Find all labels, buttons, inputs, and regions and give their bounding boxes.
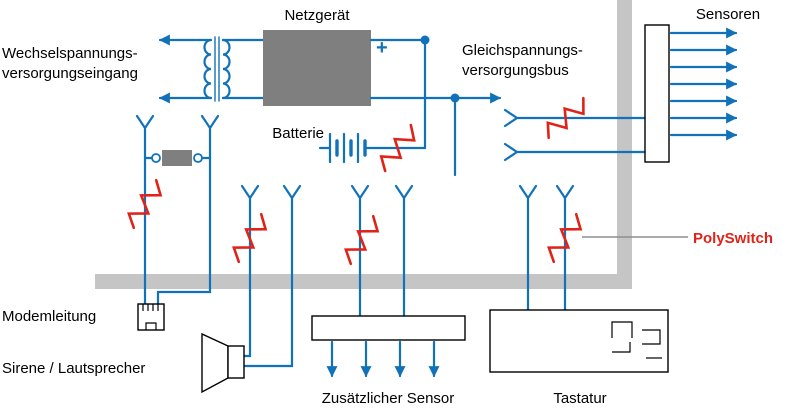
label-dc-bus-line2: versorgungsbus [462,62,569,79]
transformer-right-coil [221,38,231,100]
transformer-left-coil [203,38,213,100]
bus-connector-bottom [503,142,647,162]
line-module-box [162,150,192,166]
speaker-cone [201,332,229,394]
battery-icon [318,132,427,164]
keyboard-box [489,309,669,373]
dc-plus-junction-dot [420,35,430,45]
speaker-icon [201,332,245,394]
polyswitch-icon-sensor [339,212,385,268]
add-sensor-wire-left [350,184,370,318]
transformer-core [214,36,220,102]
label-plus-sign: + [376,37,388,59]
label-zusaetzlicher-sensor: Zusätzlicher Sensor [322,390,455,407]
line-module-terminal-left [151,153,161,163]
siren-wire-right [242,184,302,368]
modem-wire-right [156,114,220,306]
modem-jack-pins [142,304,159,311]
keyboard-keys-icon [611,321,662,359]
transformer-icon [203,36,231,102]
label-ac-input-line1: Wechselspannungs- [2,45,138,62]
label-netzgeraet: Netzgerät [284,7,350,24]
keyboard-wire-left [518,184,538,312]
label-sirene-lautsprecher: Sirene / Lautsprecher [2,360,145,377]
label-modemleitung: Modemleitung [2,308,96,325]
add-sensor-wire-right [394,184,414,318]
label-batterie: Batterie [272,125,324,142]
modem-jack-body [137,303,165,331]
label-ac-input-line2: versorgungseingang [2,65,138,82]
additional-sensor-box [311,315,466,341]
sensor-interface-box [644,24,670,163]
sensor-arrows [669,27,738,141]
label-tastatur: Tastatur [553,390,606,407]
keyboard-wire-right [555,184,575,312]
additional-sensor-arrows [326,340,440,378]
label-dc-bus-line1: Gleichspannungs- [462,42,583,59]
label-sensoren: Sensoren [696,6,760,23]
line-module-terminal-right [193,153,203,163]
dc-minus-junction-dot [450,93,460,103]
siren-wire-left [240,184,260,358]
modem-jack-notch [145,322,157,330]
modem-jack-icon [137,303,165,331]
bus-connector-top [503,108,647,128]
power-supply-box [263,30,371,106]
battery-long-plates [328,132,360,164]
battery-short-plates [335,139,367,157]
label-polyswitch: PolySwitch [693,230,773,247]
speaker-driver [227,345,245,379]
